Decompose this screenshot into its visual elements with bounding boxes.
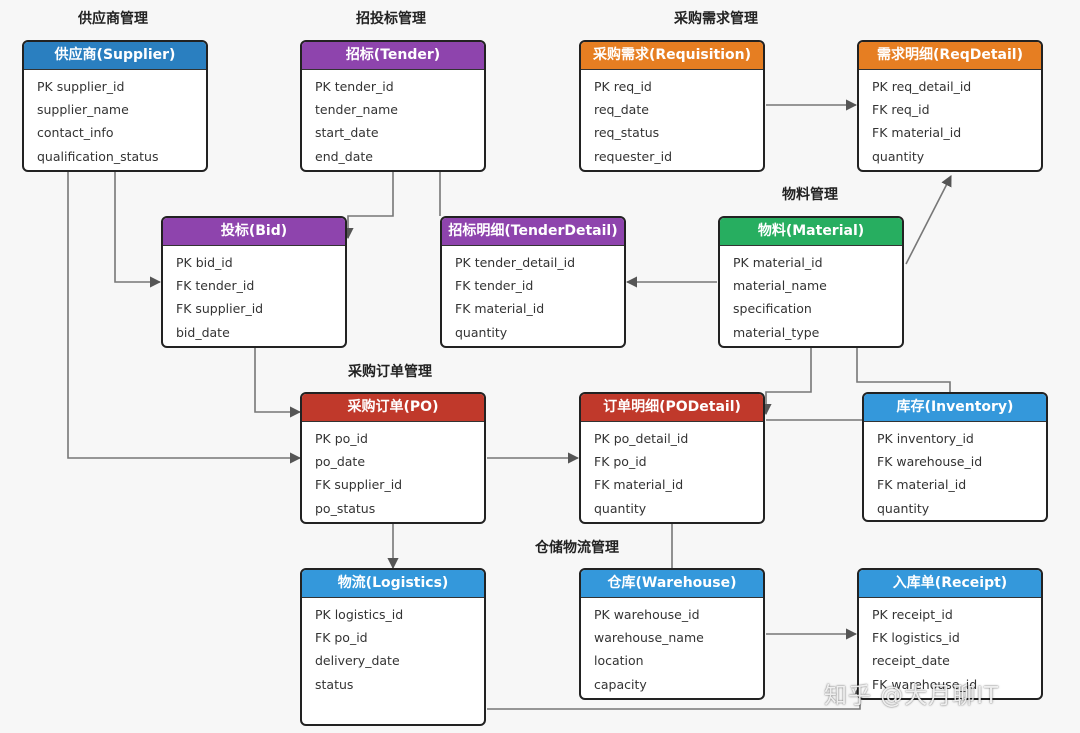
connector-material-reqdetail [905,175,952,265]
entity-field: PK warehouse_id [594,607,700,622]
entity-title: 物料(Material) [720,218,902,246]
entity-podetail[interactable]: 订单明细(PODetail) PK po_detail_id FK po_id … [579,392,765,524]
entity-field: po_status [315,500,376,516]
connector-material-inventory [856,348,951,392]
entity-requisition[interactable]: 采购需求(Requisition) PK req_id req_date req… [579,40,765,172]
entity-field: FK material_id [455,301,545,317]
entity-title: 投标(Bid) [163,218,345,246]
entity-field: PK req_id [594,79,652,94]
entity-field: PK bid_id [176,255,233,270]
entity-field: PK material_id [733,255,823,270]
connector-supplier-bid [114,172,162,288]
connector-tender-bid [342,172,394,240]
entity-title: 招标明细(TenderDetail) [442,218,624,246]
entity-warehouse[interactable]: 仓库(Warehouse) PK warehouse_id warehouse_… [579,568,765,700]
section-label-supplier: 供应商管理 [78,11,148,27]
entity-po[interactable]: 采购订单(PO) PK po_id po_date FK supplier_id… [300,392,486,524]
entity-field: FK supplier_id [315,477,403,493]
entity-field: specification [733,301,812,317]
entity-field: FK material_id [594,477,684,493]
connector-supplier-po [67,172,302,464]
watermark: 知乎 @大月聊IT [824,683,1000,709]
entity-field: FK tender_id [455,278,534,294]
entity-title: 采购订单(PO) [302,394,484,422]
section-label-material: 物料管理 [782,187,838,203]
entity-logistics[interactable]: 物流(Logistics) PK logistics_id FK po_id d… [300,568,486,726]
entity-field: FK logistics_id [872,630,960,646]
entity-field: PK po_id [315,431,368,446]
entity-field: status [315,676,354,692]
entity-field: contact_info [37,125,114,141]
entity-field: FK warehouse_id [877,454,983,470]
entity-title: 需求明细(ReqDetail) [859,42,1041,70]
entity-field: FK po_id [315,630,368,646]
entity-field: qualification_status [37,148,159,164]
connector-bid-po [254,348,302,418]
entity-field: PK inventory_id [877,431,974,446]
entity-field: FK material_id [872,125,962,141]
section-label-warehouse: 仓储物流管理 [535,540,619,556]
entity-field: bid_date [176,324,230,340]
entity-title: 订单明细(PODetail) [581,394,763,422]
entity-field: delivery_date [315,653,400,669]
entity-field: PK supplier_id [37,79,125,94]
entity-field: FK req_id [872,102,930,118]
entity-field: tender_name [315,102,398,118]
entity-field: quantity [877,500,930,516]
entity-field: PK logistics_id [315,607,404,622]
entity-field: material_name [733,278,827,294]
entity-field: warehouse_name [594,630,704,646]
entity-supplier[interactable]: 供应商(Supplier) PK supplier_id supplier_na… [22,40,208,172]
entity-receipt[interactable]: 入库单(Receipt) PK receipt_id FK logistics_… [857,568,1043,700]
entity-field: end_date [315,148,373,164]
entity-title: 供应商(Supplier) [24,42,206,70]
entity-field: FK supplier_id [176,301,264,317]
entity-field: start_date [315,125,379,141]
entity-field: PK po_detail_id [594,431,689,446]
section-label-po: 采购订单管理 [348,364,432,380]
entity-title: 采购需求(Requisition) [581,42,763,70]
entity-field: FK warehouse_id [872,676,978,692]
entity-title: 仓库(Warehouse) [581,570,763,598]
entity-tenderdetail[interactable]: 招标明细(TenderDetail) PK tender_detail_id F… [440,216,626,348]
entity-field: PK req_detail_id [872,79,972,94]
entity-field: quantity [872,148,925,164]
entity-field: req_date [594,102,649,118]
section-label-tender: 招投标管理 [356,11,426,27]
section-label-requisition: 采购需求管理 [674,11,758,27]
entity-field: PK tender_detail_id [455,255,576,270]
entity-title: 库存(Inventory) [864,394,1046,422]
entity-title: 招标(Tender) [302,42,484,70]
entity-field: PK receipt_id [872,607,953,622]
entity-field: quantity [455,324,508,340]
entity-title: 物流(Logistics) [302,570,484,598]
entity-field: capacity [594,676,647,692]
entity-field: requester_id [594,148,673,164]
entity-field: quantity [594,500,647,516]
connector-material-podetail [760,348,812,416]
entity-field: material_type [733,324,820,340]
entity-inventory[interactable]: 库存(Inventory) PK inventory_id FK warehou… [862,392,1048,522]
entity-field: req_status [594,125,660,141]
entity-field: location [594,653,644,669]
entity-field: supplier_name [37,102,129,118]
entity-material[interactable]: 物料(Material) PK material_id material_nam… [718,216,904,348]
entity-field: FK tender_id [176,278,255,294]
entity-field: po_date [315,454,366,470]
entity-field: FK po_id [594,454,647,470]
entity-tender[interactable]: 招标(Tender) PK tender_id tender_name star… [300,40,486,172]
entity-field: PK tender_id [315,79,394,94]
entity-bid[interactable]: 投标(Bid) PK bid_id FK tender_id FK suppli… [161,216,347,348]
entity-field: receipt_date [872,653,950,669]
entity-title: 入库单(Receipt) [859,570,1041,598]
entity-reqdetail[interactable]: 需求明细(ReqDetail) PK req_detail_id FK req_… [857,40,1043,172]
entity-field: FK material_id [877,477,967,493]
